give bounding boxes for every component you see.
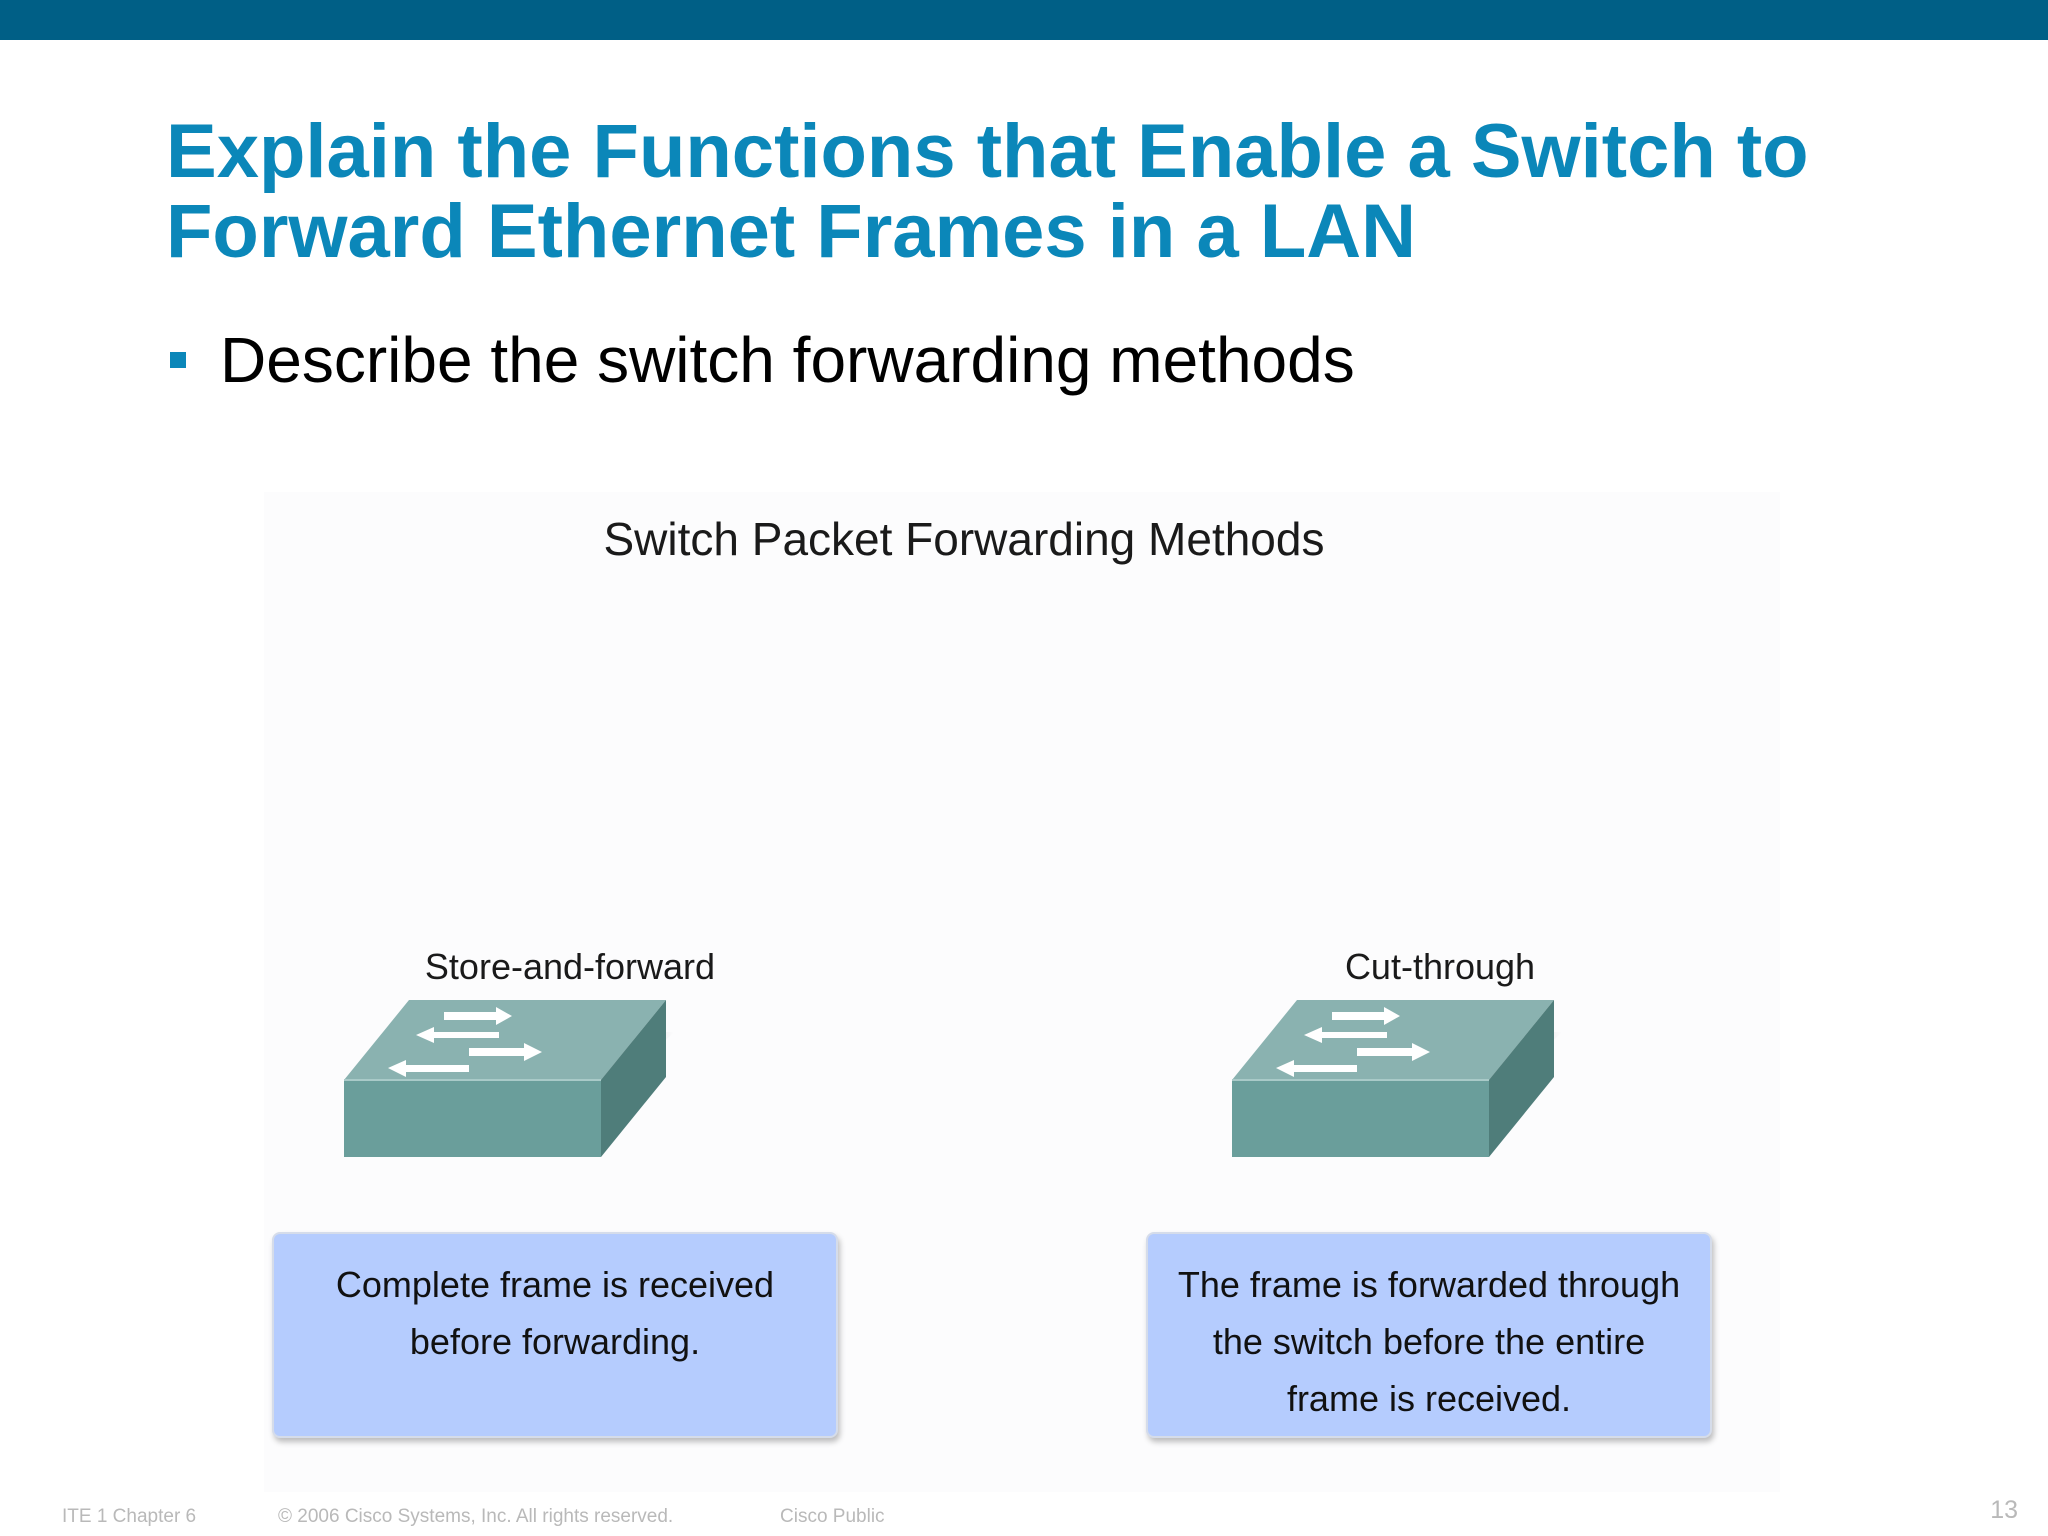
slide-title: Explain the Functions that Enable a Swit… [166,109,1809,274]
forwarding-methods-figure: Switch Packet Forwarding Methods Store-a… [264,492,1780,1492]
switch-icon [1232,1000,1562,1157]
cut-through-description: The frame is forwarded through the switc… [1146,1232,1712,1438]
bullet-text: Describe the switch forwarding methods [220,324,1355,396]
switch-icon [344,1000,674,1157]
figure-title: Switch Packet Forwarding Methods [603,513,1325,565]
store-and-forward-label: Store-and-forward [424,946,716,987]
page-number: 13 [1990,1496,2018,1524]
cut-through-label: Cut-through [1344,946,1536,987]
footer-classification: Cisco Public [780,1506,885,1527]
footer-copyright: © 2006 Cisco Systems, Inc. All rights re… [278,1506,674,1527]
store-and-forward-description: Complete frame is received before forwar… [272,1232,838,1438]
square-bullet-icon [170,352,186,368]
footer-course: ITE 1 Chapter 6 [62,1506,197,1527]
bullet-item: Describe the switch forwarding methods [170,320,1355,400]
top-banner [0,0,2048,40]
